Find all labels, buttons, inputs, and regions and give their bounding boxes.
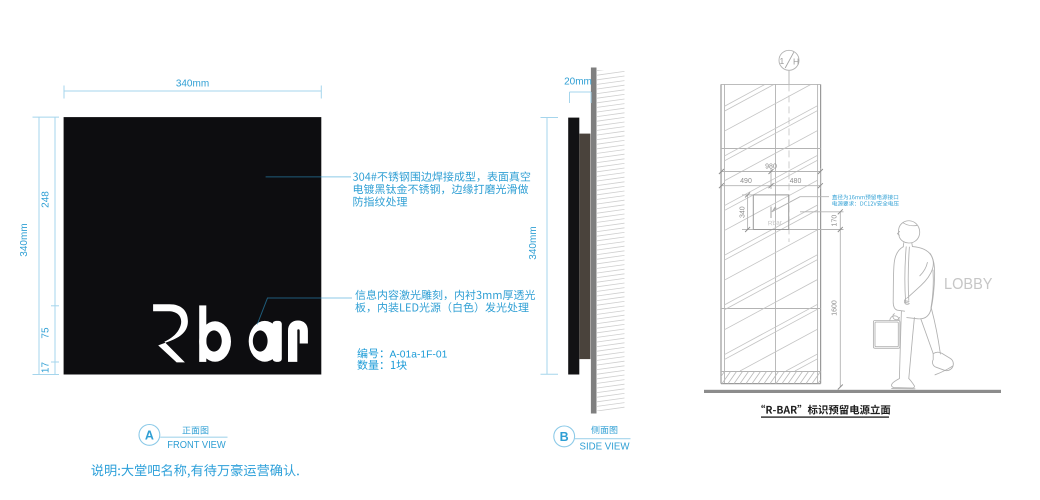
svg-text:A-01a-1F-01: A-01a-1F-01	[390, 349, 448, 360]
svg-text:20mm: 20mm	[564, 77, 592, 88]
svg-text:75: 75	[41, 327, 52, 339]
svg-text:980: 980	[765, 164, 777, 171]
svg-text:248: 248	[41, 191, 52, 208]
svg-text:340mm: 340mm	[19, 223, 30, 256]
svg-text:490: 490	[740, 178, 752, 185]
svg-text:17: 17	[41, 362, 52, 374]
svg-text:340: 340	[739, 206, 746, 218]
svg-text:Rbar: Rbar	[768, 219, 783, 227]
svg-text:SIDE VIEW: SIDE VIEW	[580, 441, 630, 453]
svg-text:340mm: 340mm	[176, 79, 209, 90]
svg-text:LOBBY: LOBBY	[944, 276, 993, 293]
svg-text:1: 1	[780, 56, 785, 66]
svg-text:A: A	[145, 428, 154, 442]
svg-text:FRONT VIEW: FRONT VIEW	[167, 439, 226, 451]
svg-text:340mm: 340mm	[528, 226, 539, 259]
svg-text:B: B	[560, 430, 569, 444]
svg-text:H: H	[793, 57, 799, 67]
svg-text:170: 170	[832, 215, 839, 227]
svg-text:1600: 1600	[832, 300, 839, 316]
svg-text:480: 480	[790, 178, 802, 185]
